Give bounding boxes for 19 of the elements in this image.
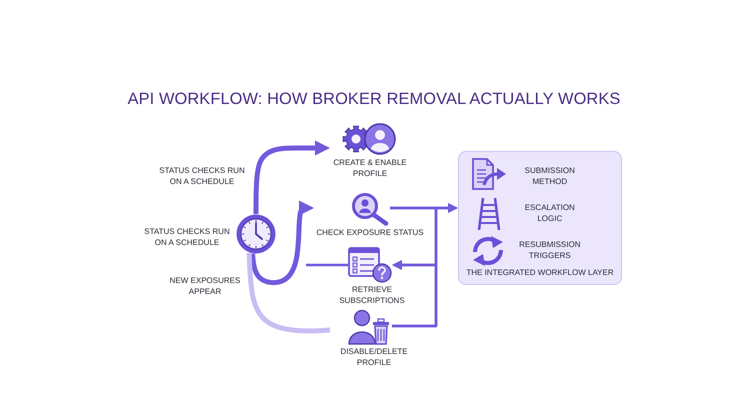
panel-caption: THE INTEGRATED WORKFLOW LAYER xyxy=(465,268,615,278)
arrow xyxy=(254,140,330,214)
side-note: NEW EXPOSURES APPEAR xyxy=(168,276,242,297)
step-label: DISABLE/DELETE PROFILE xyxy=(339,347,409,368)
item-label: SUBMISSION METHOD xyxy=(524,166,576,187)
arrow xyxy=(392,260,438,328)
step-label: CREATE & ENABLE PROFILE xyxy=(332,158,408,179)
item-label: RESUBMISSION TRIGGERS xyxy=(518,240,582,261)
side-note: STATUS CHECKS RUN ON A SCHEDULE xyxy=(144,227,230,248)
diagram-title: API WORKFLOW: HOW BROKER REMOVAL ACTUALLY WORKS xyxy=(128,89,620,109)
arrow xyxy=(250,200,314,286)
workflow-panel xyxy=(458,151,622,285)
step-label: RETRIEVE SUBSCRIPTIONS xyxy=(338,285,406,306)
connector-line xyxy=(246,252,330,334)
connector-line xyxy=(306,264,348,266)
clock-icon xyxy=(236,214,276,254)
item-label: ESCALATION LOGIC xyxy=(524,203,576,224)
side-note: STATUS CHECKS RUN ON A SCHEDULE xyxy=(158,166,246,187)
step-label: CHECK EXPOSURE STATUS xyxy=(315,228,425,238)
